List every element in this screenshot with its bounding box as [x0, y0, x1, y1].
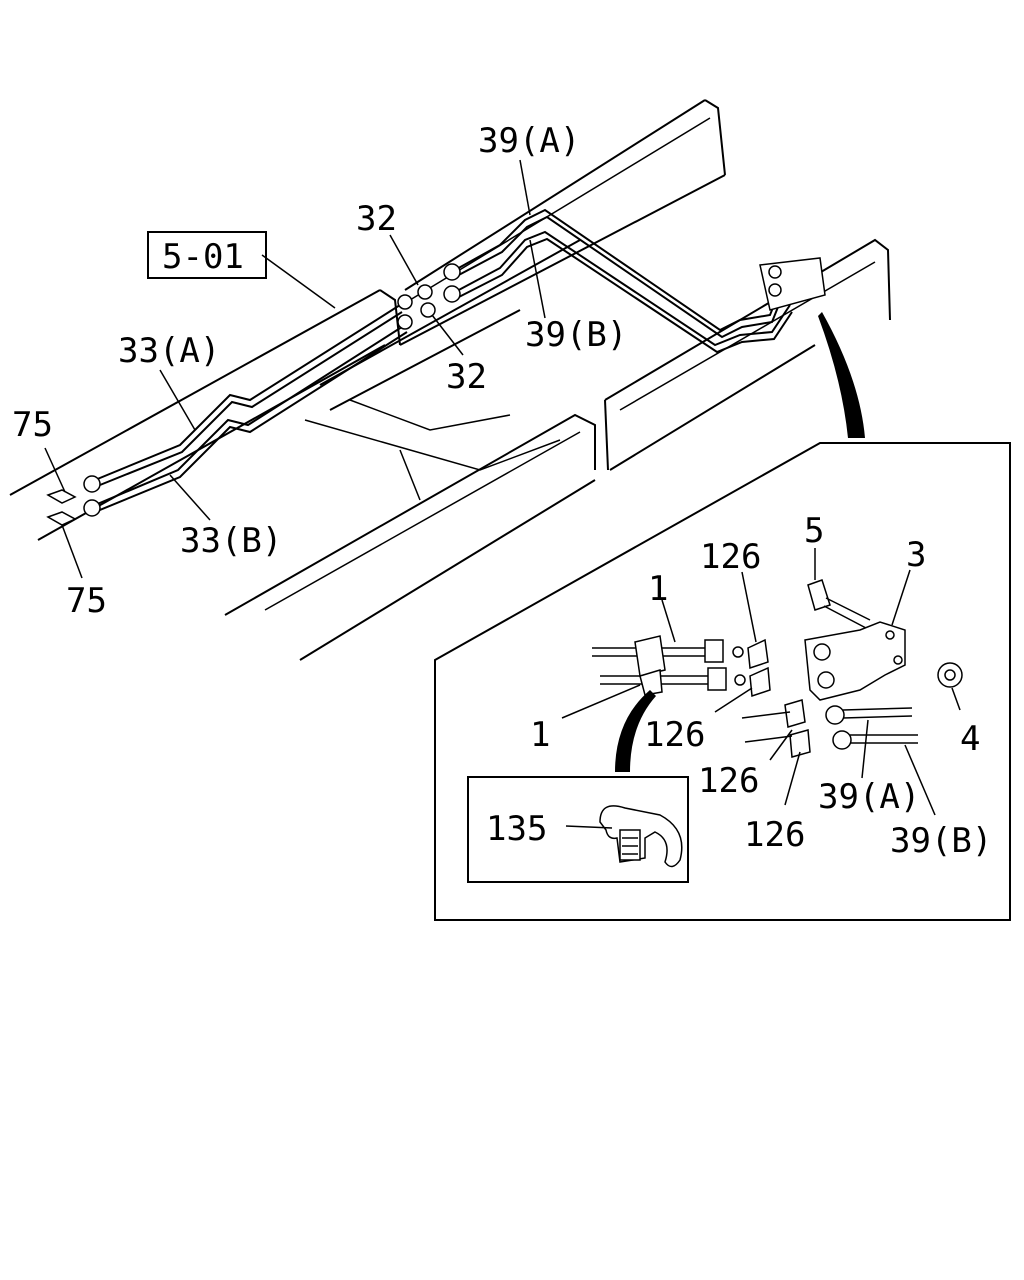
label-39a-detail: 39(A)	[818, 777, 920, 817]
label-4: 4	[960, 719, 980, 759]
label-75-bottom: 75	[66, 581, 107, 621]
detail-pointer	[818, 312, 865, 438]
label-126-d: 126	[744, 815, 805, 855]
label-5: 5	[804, 511, 824, 551]
clip-135	[599, 805, 683, 868]
brake-pipes-39	[454, 208, 793, 354]
label-3: 3	[906, 535, 926, 575]
label-135: 135	[486, 809, 547, 849]
detail-leader-lines	[561, 548, 961, 816]
label-39a-top: 39(A)	[478, 121, 580, 161]
labels: 5-01 39(A) 32 32 39(B) 33(A) 33(B) 75 75…	[12, 121, 992, 861]
frame-rails	[9, 99, 891, 661]
label-32-bottom: 32	[446, 357, 487, 397]
label-126-c: 126	[698, 761, 759, 801]
subdetail-pointer	[615, 690, 656, 772]
label-32-top: 32	[356, 199, 397, 239]
label-39b-detail: 39(B)	[890, 821, 992, 861]
brake-pipes-33	[94, 304, 408, 513]
label-1-bottom: 1	[530, 715, 550, 755]
detail-panel	[434, 442, 1011, 921]
subdetail-box	[467, 776, 689, 883]
label-126-a: 126	[700, 537, 761, 577]
leader-lines	[44, 159, 546, 579]
label-33a: 33(A)	[118, 331, 220, 371]
joint-nuts	[83, 263, 461, 517]
ref-box-label: 5-01	[162, 237, 244, 277]
detail-parts	[592, 579, 963, 758]
pipe-bracket	[759, 257, 826, 311]
label-1-top: 1	[648, 569, 668, 609]
label-39b-top: 39(B)	[525, 315, 627, 355]
label-75-top: 75	[12, 405, 53, 445]
leader-135	[565, 825, 613, 829]
ref-box-frame	[147, 231, 267, 279]
wing-clips	[46, 489, 77, 526]
label-126-b: 126	[644, 715, 705, 755]
label-33b: 33(B)	[180, 521, 282, 561]
